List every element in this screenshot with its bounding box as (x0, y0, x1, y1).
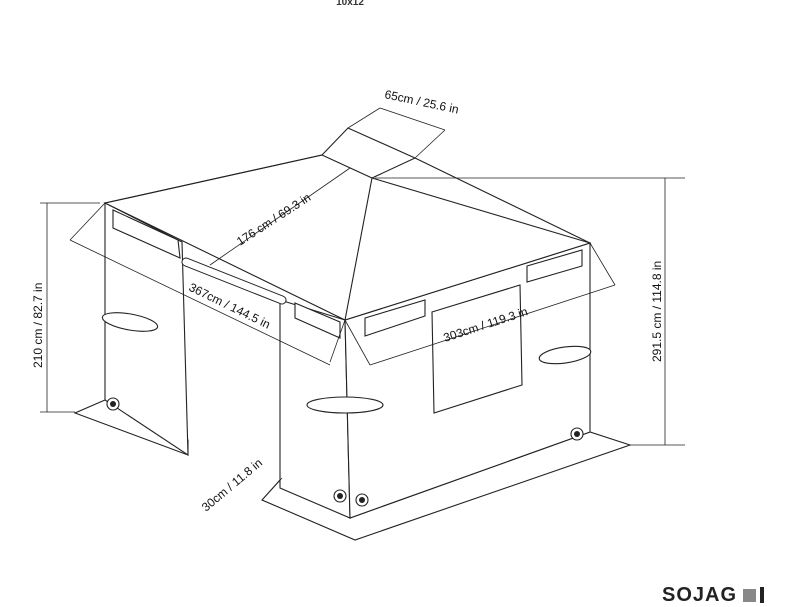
skirt-width-dimension: 30cm / 11.8 in (199, 456, 265, 515)
wall-height-dimension: 210 cm / 82.7 in (31, 283, 45, 368)
diagram-title: 10x12 (336, 0, 364, 8)
roof-vent-dimension: 65cm / 25.6 in (383, 87, 460, 116)
logo-bar-icon (760, 587, 765, 603)
brand-name: SOJAG (662, 584, 738, 606)
window (431, 284, 523, 414)
brand-logo: SOJAG (662, 584, 765, 607)
total-height-dimension: 291.5 cm / 114.8 in (650, 261, 664, 362)
logo-square-icon (743, 589, 757, 602)
grommets (106, 397, 584, 507)
